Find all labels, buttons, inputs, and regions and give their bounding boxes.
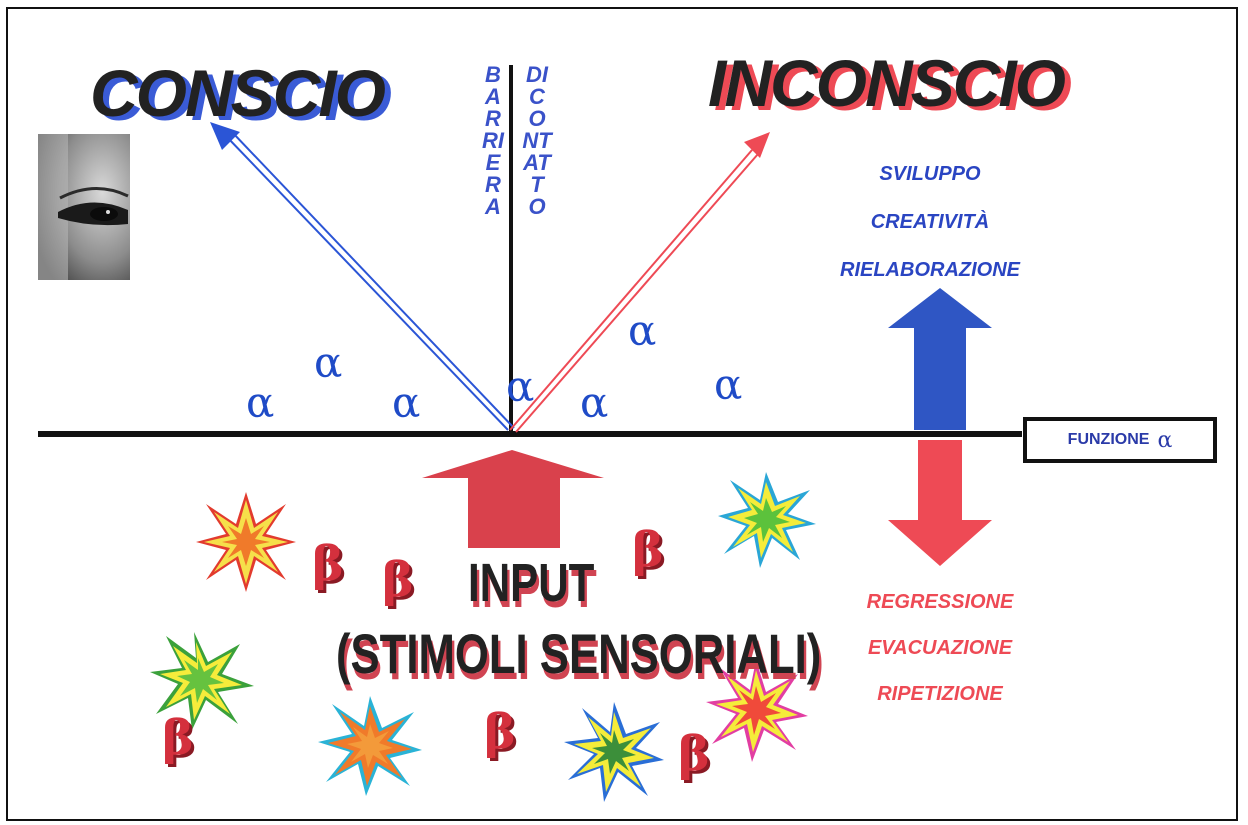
input-arrow [422,450,604,548]
beta-symbol: β [382,552,414,608]
starburst [706,660,808,762]
starburst [564,702,664,802]
funzione-alpha-symbol: α [1157,427,1173,453]
inconscio-arrow [509,132,770,433]
beta-symbol: β [678,726,710,782]
evacuazione-label: EVACUAZIONE [867,637,1013,659]
eye-image [38,134,130,280]
alpha-symbol: α [714,360,743,409]
conscio-title-text: CONSCIO [90,56,386,130]
down-arrow [888,440,992,566]
beta-symbol: β [162,710,194,766]
funzione-alpha-box: FUNZIONE α [1023,417,1217,463]
alpha-symbol: α [392,378,421,427]
input-title-shadow: INPUT [470,559,597,619]
up-arrow [888,288,992,430]
rielaborazione-label: RIELABORAZIONE [840,259,1020,281]
input-title-text: INPUT [468,553,595,613]
alpha-symbol: α [580,378,609,427]
beta-symbol: β [484,704,516,760]
alpha-symbol: α [628,306,657,355]
stimoli-title-text: (STIMOLI SENSORIALI) [336,622,822,685]
alpha-symbol: α [314,338,343,387]
funzione-label: FUNZIONE [1067,431,1150,448]
inconscio-title-text: INCONSCIO [708,46,1066,120]
conscio-arrow [210,122,515,431]
starburst [718,472,816,568]
beta-symbol: β [312,536,344,592]
starburst [196,492,296,592]
alpha-symbol: α [246,378,275,427]
barriera-label: BARRIERA [482,62,504,219]
stimoli-sensoriali-title: (STIMOLI SENSORIALI) (STIMOLI SENSORIALI… [336,626,824,688]
sviluppo-label: SVILUPPO [879,163,981,185]
conscio-title-shadow: CONSCIO [96,60,392,134]
ripetizione-label: RIPETIZIONE [877,683,1003,705]
starburst [318,696,422,796]
creativita-label: CREATIVITÀ [870,211,990,233]
di-contatto-label: DI CONTATTO [522,62,552,219]
regressione-label: REGRESSIONE [866,591,1014,613]
alpha-symbol: α [506,362,535,411]
stimoli-title-shadow: (STIMOLI SENSORIALI) [338,628,824,691]
starburst [150,632,254,730]
beta-symbol: β [632,522,664,578]
inconscio-title-shadow: INCONSCIO [714,50,1072,124]
input-title: INPUT INPUT [468,553,597,616]
diagram-frame [6,7,1238,821]
